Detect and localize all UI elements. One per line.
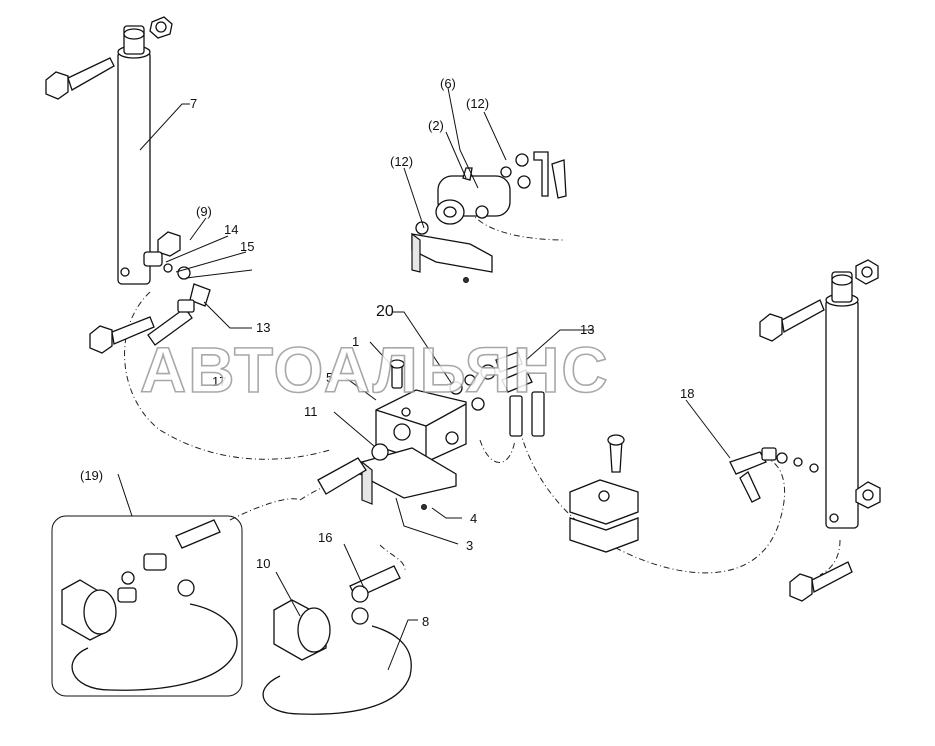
callout-14: 14: [224, 222, 238, 237]
right-cylinder-assembly: [729, 259, 881, 602]
callout-labels: 7 (9) 14 15 13 17 (6) (12) (2) (12) 20 1…: [80, 76, 694, 629]
left-cylinder-assembly: [45, 16, 211, 354]
callout-3: 3: [466, 538, 473, 553]
callout-12-left: (12): [390, 154, 413, 169]
callout-8: 8: [422, 614, 429, 629]
watermark-text: АВТОАЛЬЯНС: [140, 334, 610, 406]
callout-19: (19): [80, 468, 103, 483]
center-valve-block: [317, 351, 545, 510]
callout-13-left: 13: [256, 320, 270, 335]
coupling-set-19: [51, 515, 243, 697]
callout-13-right: 13: [580, 322, 594, 337]
callout-18: 18: [680, 386, 694, 401]
callout-4: 4: [470, 511, 477, 526]
callout-7: 7: [190, 96, 197, 111]
callout-12-top: (12): [466, 96, 489, 111]
callout-9: (9): [196, 204, 212, 219]
coupling-10-16-8: [262, 565, 412, 715]
callout-11: 11: [304, 404, 318, 419]
callout-17: 17: [212, 374, 226, 389]
callout-1: 1: [352, 334, 359, 349]
callout-16: 16: [318, 530, 332, 545]
callout-10: 10: [256, 556, 270, 571]
clamp-block: [569, 434, 639, 553]
callout-15: 15: [240, 239, 254, 254]
upper-valve-assembly: [411, 151, 567, 283]
callout-6: (6): [440, 76, 456, 91]
callout-2: (2): [428, 118, 444, 133]
callout-20: 20: [376, 303, 394, 320]
callout-5: 5: [326, 370, 333, 385]
leader-lines: [117, 87, 731, 671]
